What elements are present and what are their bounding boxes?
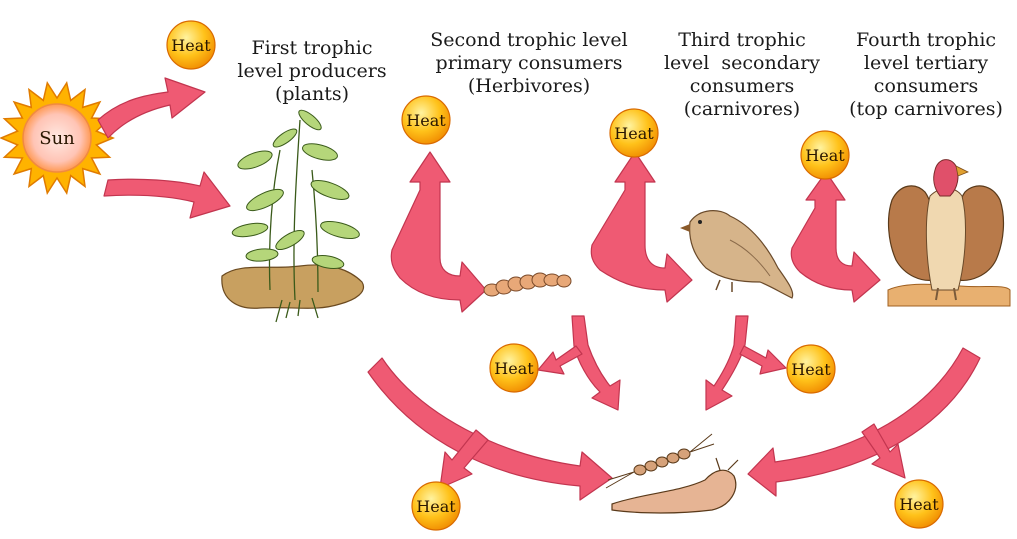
arrow-plant-to-decomposers (367, 357, 613, 501)
label-line: consumers (689, 75, 795, 97)
heat-circle (786, 344, 836, 394)
label-second-trophic-level: Second trophic level primary consumers (… (418, 29, 640, 98)
heat-label: Heat (805, 146, 845, 165)
arrow-top-carnivore-to-decomposers (747, 347, 981, 497)
label-line: Fourth trophic (855, 29, 997, 51)
heat-secondary: Heat (800, 130, 850, 180)
arrow-top-carnivore-curve-to-heat (861, 423, 906, 479)
label-line: First trophic (251, 37, 373, 59)
label-line: consumers (873, 75, 979, 97)
heat-primary: Heat (609, 108, 659, 158)
heat-producers: Heat (401, 95, 451, 145)
label-line: level producers (237, 60, 387, 82)
heat-label: Heat (899, 495, 939, 514)
heat-circle (609, 108, 659, 158)
label-line: (Herbivores) (467, 75, 591, 97)
heat-label: Heat (494, 359, 534, 378)
heat-label: Heat (416, 497, 456, 516)
label-third-trophic-level: Third trophic level secondary consumers … (652, 29, 832, 121)
arrow-sun-to-heat (97, 77, 206, 139)
heat-circle (489, 343, 539, 393)
label-line: (carnivores) (683, 98, 801, 120)
heat-circle (411, 481, 461, 531)
label-fourth-trophic-level: Fourth trophic level tertiary consumers … (836, 29, 1016, 121)
sun-label: Sun (39, 128, 75, 149)
label-line: level tertiary (863, 52, 989, 74)
heat-carnivore-branch: Heat (786, 344, 836, 394)
heat-label: Heat (791, 360, 831, 379)
heat-circle (401, 95, 451, 145)
arrow-herbivore-to-carnivore (590, 151, 693, 303)
arrow-plant-curve-to-heat (439, 429, 489, 489)
label-line: (top carnivores) (849, 98, 1003, 120)
label-first-trophic-level: First trophic level producers (plants) (232, 37, 392, 106)
plant-illustration (221, 109, 364, 323)
arrow-plant-to-herbivore (390, 151, 487, 313)
arrow-herbivore-to-heat (537, 345, 583, 375)
heat-label: Heat (406, 111, 446, 130)
label-line: Second trophic level (430, 29, 628, 51)
label-line: (plants) (274, 83, 349, 105)
heat-label: Heat (171, 36, 211, 55)
heat-circle (166, 20, 216, 70)
arrow-herbivore-to-decomposers (571, 315, 621, 411)
heat-top-carnivore-branch: Heat (894, 479, 944, 529)
label-line: Third trophic (678, 29, 806, 51)
decomposers-illustration (605, 433, 739, 514)
heat-label: Heat (614, 124, 654, 143)
heat-circle (800, 130, 850, 180)
arrow-carnivore-to-heat (739, 345, 787, 375)
heat-herbivore-branch: Heat (489, 343, 539, 393)
sun: Sun (0, 80, 115, 196)
heat-sun: Heat (166, 20, 216, 70)
sun-disk (22, 103, 92, 173)
label-line: primary consumers (435, 52, 623, 74)
heat-circle (894, 479, 944, 529)
bird-illustration (680, 210, 794, 299)
heat-plant-decomposer-branch: Heat (411, 481, 461, 531)
caterpillar-illustration (483, 272, 572, 297)
label-line: level secondary (663, 52, 821, 74)
arrow-carnivore-to-decomposers (705, 315, 749, 411)
arrow-sun-to-plant (103, 171, 231, 219)
arrow-carnivore-to-top-carnivore (790, 171, 881, 303)
vulture-illustration (887, 159, 1011, 307)
